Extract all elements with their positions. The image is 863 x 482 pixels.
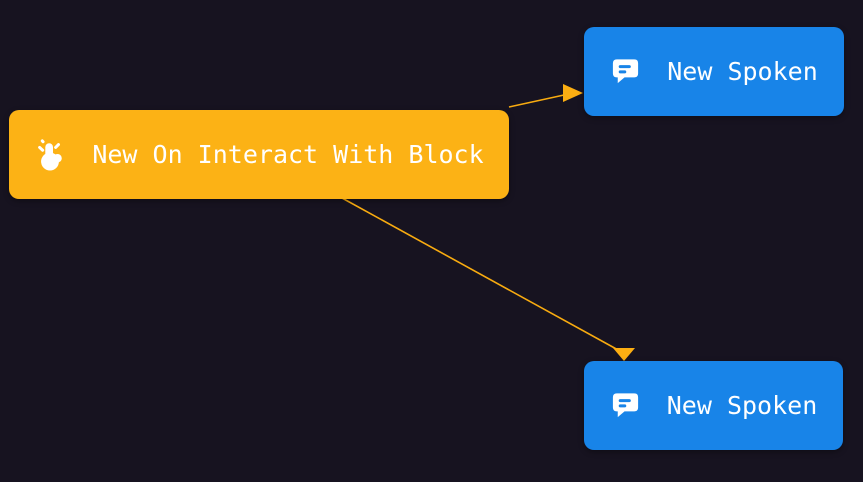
tap-icon xyxy=(34,136,66,173)
edge-line[interactable] xyxy=(508,94,565,108)
node-on-interact-with-block[interactable]: New On Interact With Block xyxy=(9,110,509,199)
edge-to-new-spoken-bottom[interactable] xyxy=(341,197,635,361)
node-label: New Spoken xyxy=(667,57,818,86)
edge-to-new-spoken-top[interactable] xyxy=(508,84,583,108)
edge-arrowhead-icon xyxy=(613,348,635,361)
speech-bubble-icon xyxy=(610,390,641,421)
edge-line[interactable] xyxy=(341,197,621,352)
node-label: New Spoken xyxy=(666,391,818,420)
node-new-spoken-bottom[interactable]: New Spoken xyxy=(584,361,843,450)
node-label: New On Interact With Block xyxy=(92,140,484,169)
edge-arrowhead-icon xyxy=(563,84,583,102)
speech-bubble-icon xyxy=(610,56,641,87)
node-new-spoken-top[interactable]: New Spoken xyxy=(584,27,844,116)
